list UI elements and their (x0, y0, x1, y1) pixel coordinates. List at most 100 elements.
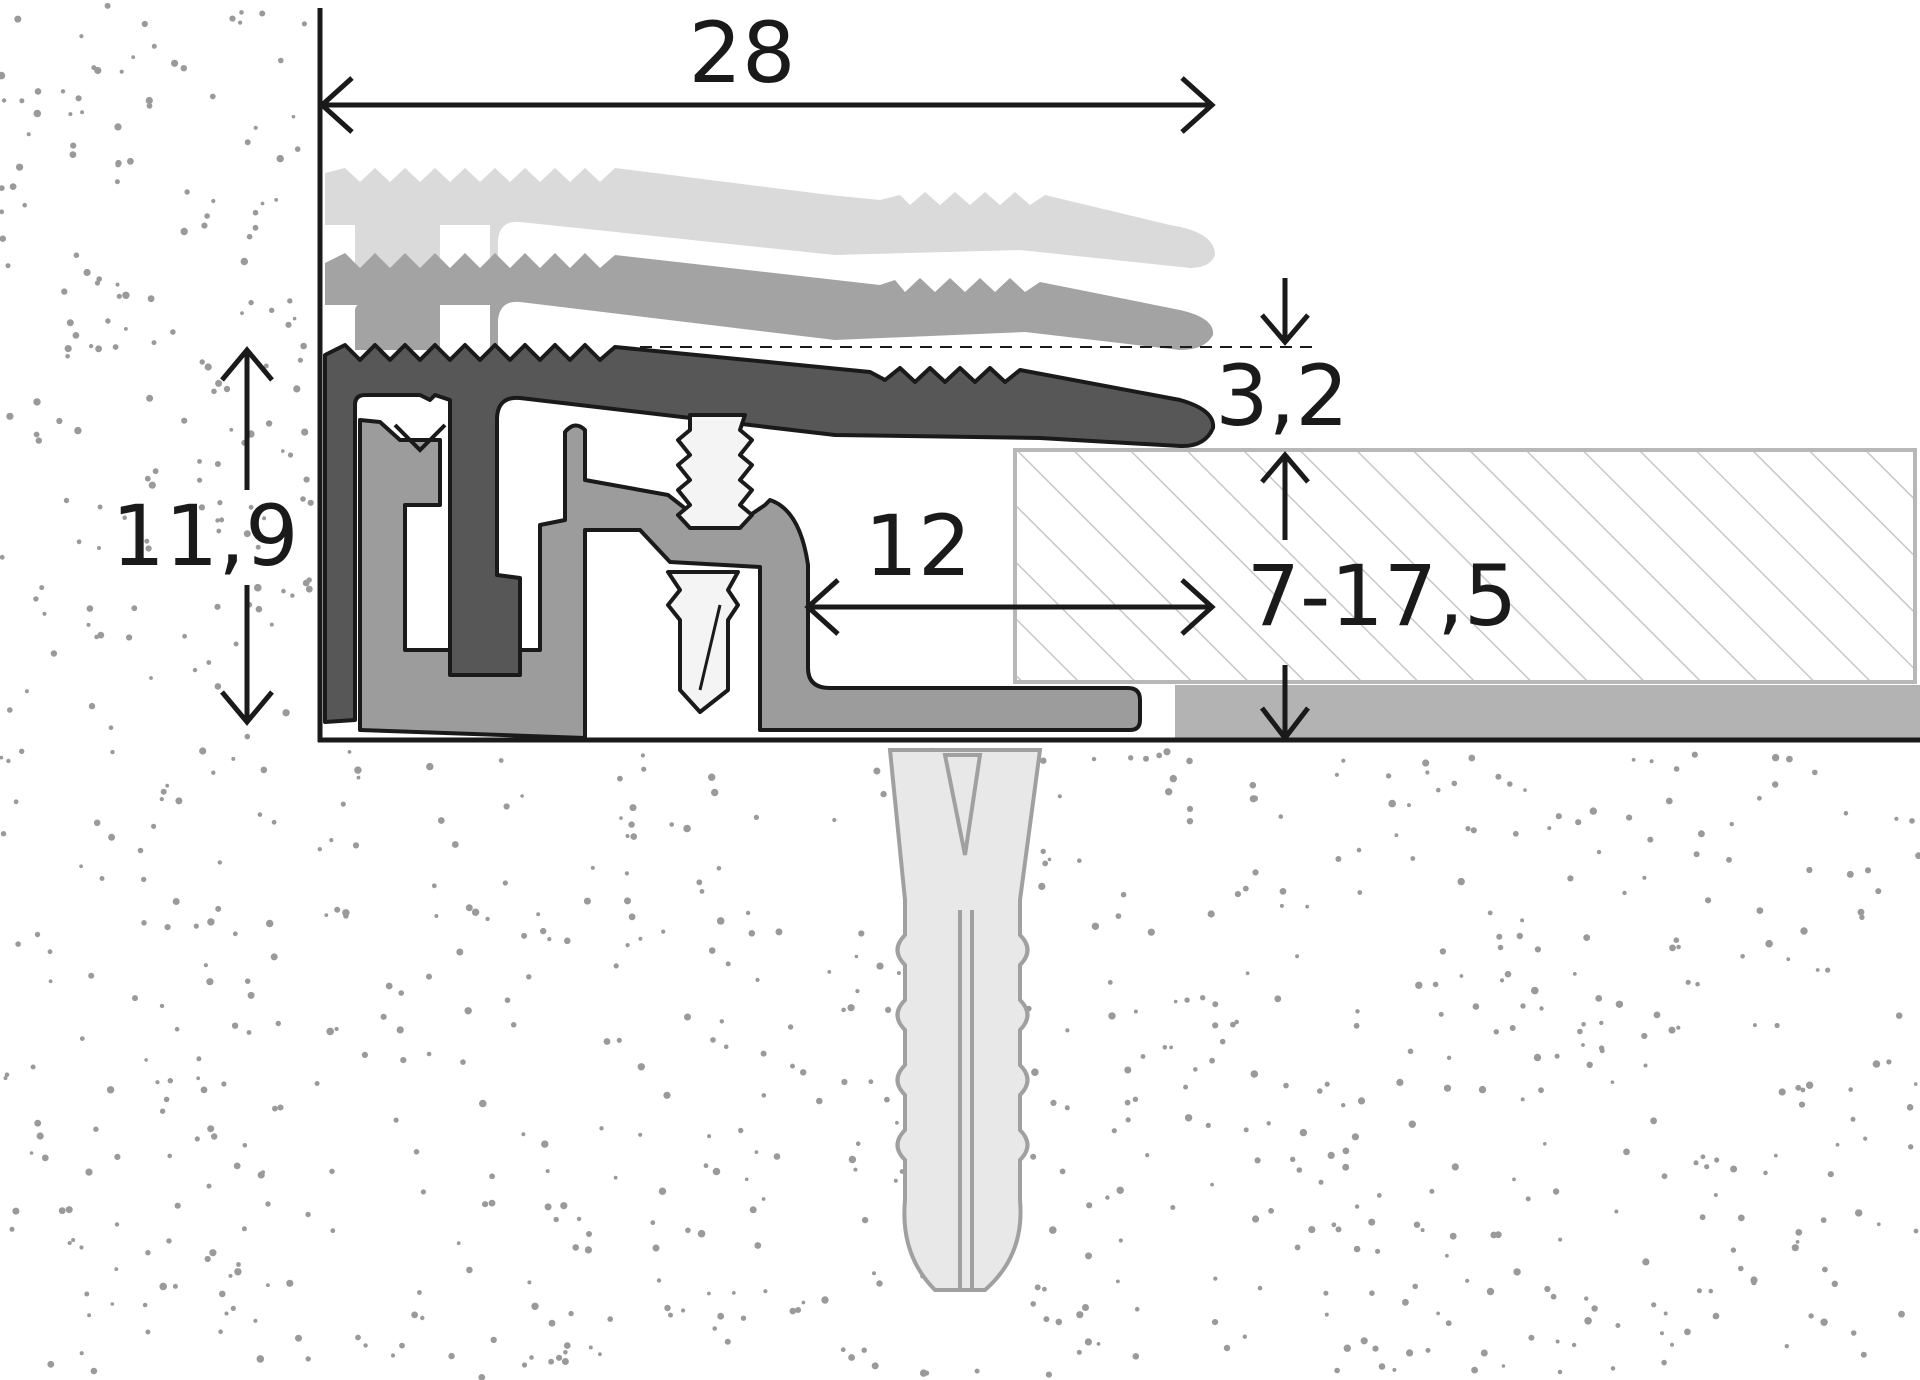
concrete-speckle (664, 1304, 671, 1312)
concrete-speckle (1299, 1128, 1308, 1137)
concrete-speckle (868, 1079, 874, 1085)
concrete-speckle (1614, 1209, 1619, 1214)
concrete-speckle (363, 1343, 368, 1348)
concrete-speckle (1279, 888, 1287, 895)
concrete-speckle (1193, 1067, 1198, 1072)
concrete-speckle (1134, 1306, 1140, 1312)
concrete-speckle (545, 1169, 550, 1174)
concrete-speckle (33, 431, 40, 438)
concrete-speckle (1200, 995, 1206, 1001)
concrete-speckle (413, 1149, 420, 1155)
concrete-speckle (79, 1351, 84, 1356)
concrete-speckle (1147, 928, 1155, 936)
concrete-speckle (19, 98, 25, 104)
concrete-speckle (1234, 1019, 1239, 1025)
concrete-speckle (1086, 1202, 1093, 1209)
concrete-speckle (278, 57, 284, 64)
concrete-speckle (1520, 918, 1525, 923)
concrete-speckle (197, 459, 202, 464)
concrete-speckle (1156, 752, 1163, 759)
concrete-speckle (1355, 1009, 1360, 1014)
concrete-speckle (230, 1305, 236, 1311)
concrete-speckle (1497, 944, 1504, 951)
concrete-speckle (1402, 1298, 1409, 1306)
concrete-speckle (1049, 1226, 1057, 1234)
concrete-speckle (1091, 922, 1100, 930)
base-profile (358, 418, 1142, 740)
concrete-speckle (1429, 1188, 1435, 1194)
concrete-speckle (1436, 787, 1441, 793)
concrete-speckle (464, 1007, 472, 1015)
concrete-speckle (1550, 1293, 1557, 1300)
concrete-speckle (1445, 1320, 1452, 1327)
concrete-speckle (1713, 1193, 1718, 1197)
concrete-speckle (290, 593, 295, 598)
concrete-speckle (1457, 877, 1465, 886)
concrete-speckle (1795, 1084, 1802, 1091)
concrete-speckle (584, 1246, 593, 1254)
concrete-speckle (206, 978, 214, 986)
concrete-speckle (1356, 847, 1362, 853)
concrete-speckle (266, 919, 274, 928)
concrete-speckle (301, 428, 309, 436)
concrete-speckle (7, 707, 13, 713)
concrete-speckle (248, 299, 254, 306)
concrete-speckle (1499, 978, 1505, 983)
concrete-speckle (787, 1024, 794, 1030)
concrete-speckle (1471, 1366, 1478, 1374)
concrete-speckle (287, 298, 293, 304)
concrete-speckle (1513, 1268, 1521, 1276)
concrete-speckle (1047, 857, 1052, 862)
concrete-speckle (861, 1216, 869, 1224)
concrete-speckle (199, 359, 205, 365)
concrete-speckle (773, 1153, 781, 1160)
concrete-speckle (1670, 1342, 1674, 1347)
concrete-speckle (1487, 910, 1493, 916)
concrete-speckle (650, 1220, 656, 1226)
concrete-speckle (239, 10, 244, 15)
concrete-speckle (1668, 1026, 1676, 1034)
concrete-speckle (305, 585, 313, 593)
concrete-speckle (1353, 1245, 1361, 1253)
concrete-speckle (800, 1069, 807, 1076)
concrete-speckle (215, 379, 223, 387)
concrete-speckle (520, 794, 524, 798)
concrete-speckle (236, 1262, 241, 1267)
concrete-speckle (214, 603, 221, 610)
concrete-speckle (1353, 1022, 1360, 1029)
concrete-speckle (1396, 1078, 1404, 1086)
concrete-speckle (39, 585, 45, 591)
concrete-speckle (1738, 1265, 1744, 1272)
concrete-speckle (541, 1140, 549, 1148)
concrete-speckle (390, 1353, 396, 1358)
concrete-speckle (1050, 1099, 1057, 1106)
concrete-speckle (1308, 1226, 1316, 1234)
concrete-speckle (1615, 1000, 1624, 1008)
concrete-speckle (48, 979, 53, 984)
concrete-speckle (1693, 1160, 1699, 1166)
concrete-speckle (685, 1227, 691, 1234)
concrete-speckle (126, 157, 134, 165)
concrete-speckle (137, 847, 144, 854)
concrete-speckle (1596, 849, 1602, 855)
concrete-speckle (96, 276, 102, 282)
concrete-speckle (885, 1006, 892, 1014)
concrete-speckle (1863, 1136, 1868, 1141)
concrete-speckle (731, 1291, 736, 1295)
concrete-speckle (147, 295, 155, 303)
concrete-speckle (229, 427, 234, 432)
concrete-speckle (1283, 1082, 1289, 1089)
concrete-speckle (1663, 1311, 1668, 1316)
concrete-speckle (1327, 1151, 1335, 1159)
concrete-speckle (710, 1037, 716, 1043)
concrete-speckle (286, 1279, 294, 1287)
concrete-speckle (193, 923, 199, 929)
concrete-speckle (1407, 803, 1411, 808)
concrete-speckle (171, 59, 179, 67)
concrete-speckle (1509, 1025, 1516, 1031)
concrete-speckle (1554, 1053, 1560, 1059)
concrete-speckle (841, 1078, 848, 1086)
concrete-speckle (265, 420, 273, 427)
concrete-speckle (281, 449, 285, 453)
concrete-speckle (1394, 833, 1399, 838)
